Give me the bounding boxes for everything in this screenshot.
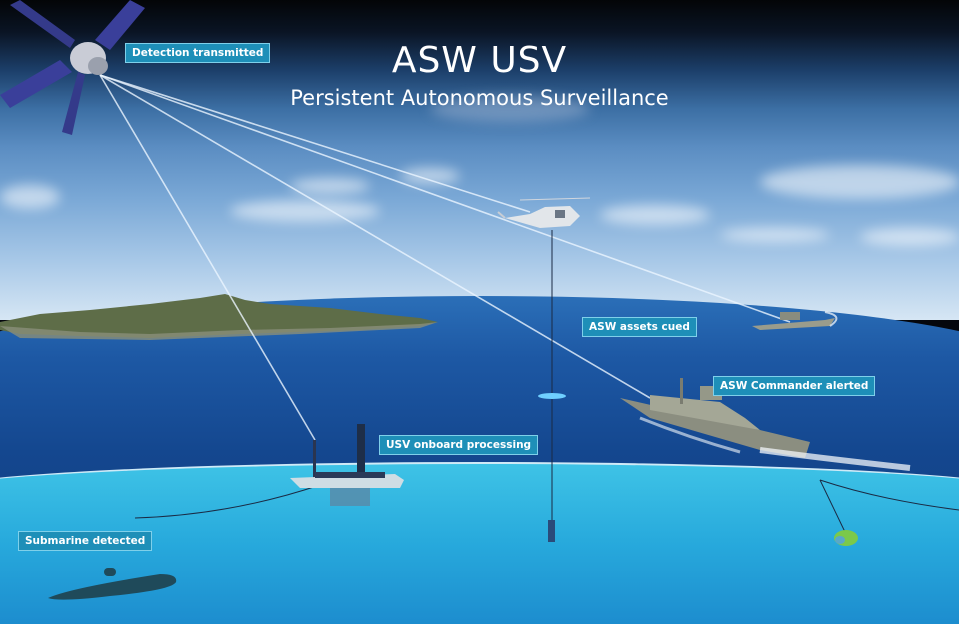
distant-ship-icon: [752, 311, 838, 330]
dipping-sonar-icon: [548, 520, 555, 542]
seabed-sensor-icon: [834, 530, 858, 546]
page-subtitle: Persistent Autonomous Surveillance: [290, 86, 669, 110]
label-submarine-detected: Submarine detected: [18, 531, 153, 551]
helicopter-icon: [497, 197, 591, 228]
cloud: [720, 228, 830, 242]
frigate-icon: [620, 378, 911, 471]
usv-icon: [290, 424, 404, 506]
page-title: ASW USV: [391, 40, 568, 81]
cloud: [0, 185, 60, 209]
label-detection-transmitted: Detection transmitted: [125, 43, 271, 63]
cloud: [400, 168, 460, 184]
satellite-icon: [0, 0, 145, 135]
cloud: [430, 96, 590, 122]
island: [0, 294, 438, 340]
underwater: [0, 462, 959, 624]
submarine-icon: [48, 568, 177, 600]
label-asw-assets-cued: ASW assets cued: [582, 317, 697, 337]
label-usv-onboard-processing: USV onboard processing: [379, 435, 539, 455]
cloud: [760, 165, 959, 199]
cloud: [860, 228, 959, 246]
label-asw-commander-alerted: ASW Commander alerted: [713, 376, 876, 396]
cloud: [600, 205, 710, 225]
sonar-ping: [538, 393, 566, 399]
cloud: [290, 178, 370, 194]
